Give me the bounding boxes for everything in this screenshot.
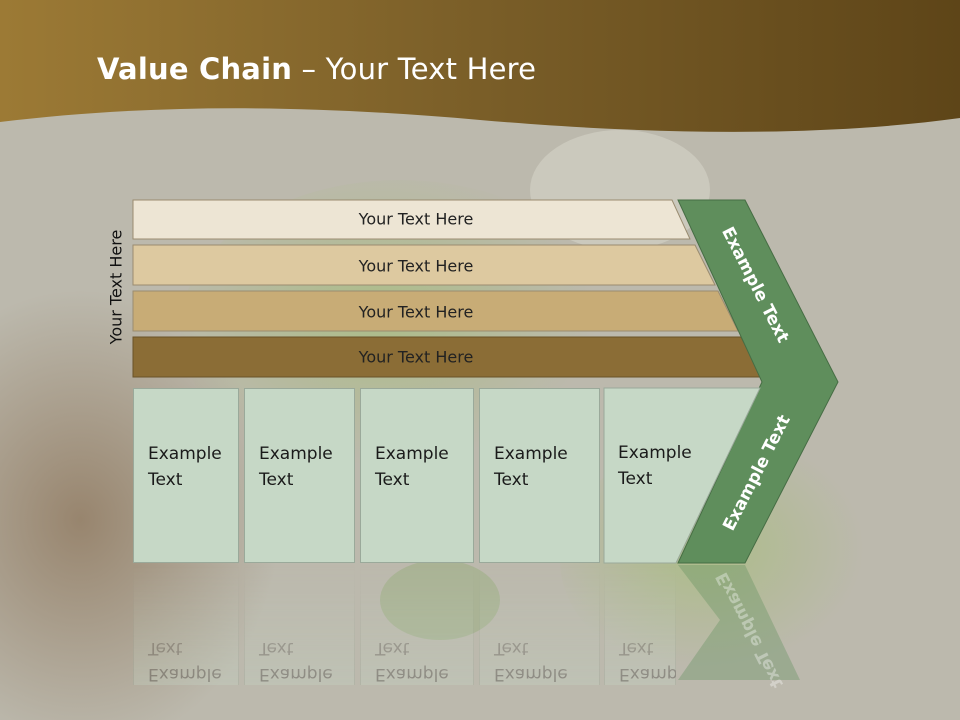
box-5-line2: Text xyxy=(618,469,653,489)
box-1-line1: Example xyxy=(148,444,222,464)
bar-2 xyxy=(132,244,716,286)
box-3-line1: Example xyxy=(375,444,449,464)
title-rest: – Your Text Here xyxy=(292,52,537,86)
box-1-reflection-line1: Example xyxy=(148,664,222,684)
box-5-reflection-line2: Text xyxy=(619,638,654,658)
box-3-reflection-line2: Text xyxy=(375,638,410,658)
box-5-reflection-line1: Example xyxy=(619,664,676,684)
box-4-reflection-line2: Text xyxy=(494,638,529,658)
box-1-reflection: Example Text xyxy=(133,565,239,685)
box-5-chevron-edge xyxy=(603,387,761,564)
box-3-reflection-line1: Example xyxy=(375,664,449,684)
box-2-reflection-line1: Example xyxy=(259,664,333,684)
box-4-line2: Text xyxy=(494,470,529,490)
box-1-line2: Text xyxy=(148,470,183,490)
box-2-reflection-line2: Text xyxy=(259,638,294,658)
page-title: Value Chain – Your Text Here xyxy=(97,52,536,86)
box-2-line2: Text xyxy=(259,470,294,490)
box-5-line1: Example xyxy=(618,443,692,463)
bar-label-3: Your Text Here xyxy=(358,302,474,322)
box-2-line1: Example xyxy=(259,444,333,464)
chevron-reflection xyxy=(678,565,800,680)
box-4-line1: Example xyxy=(494,444,568,464)
box-4-reflection-line1: Example xyxy=(494,664,568,684)
box-3-reflection: Example Text xyxy=(360,565,474,685)
box-2-reflection: Example Text xyxy=(244,565,355,685)
bar-label-1: Your Text Here xyxy=(358,209,474,229)
chevron xyxy=(677,199,839,564)
bar-label-2: Your Text Here xyxy=(358,256,474,276)
title-bold: Value Chain xyxy=(97,52,293,86)
box-1-reflection-line2: Text xyxy=(148,638,183,658)
box-4-reflection: Example Text xyxy=(479,565,600,685)
bar-label-4: Your Text Here xyxy=(358,347,474,367)
bar-1 xyxy=(132,199,691,240)
box-5-reflection: Example Text xyxy=(604,565,676,685)
box-3-line2: Text xyxy=(375,470,410,490)
